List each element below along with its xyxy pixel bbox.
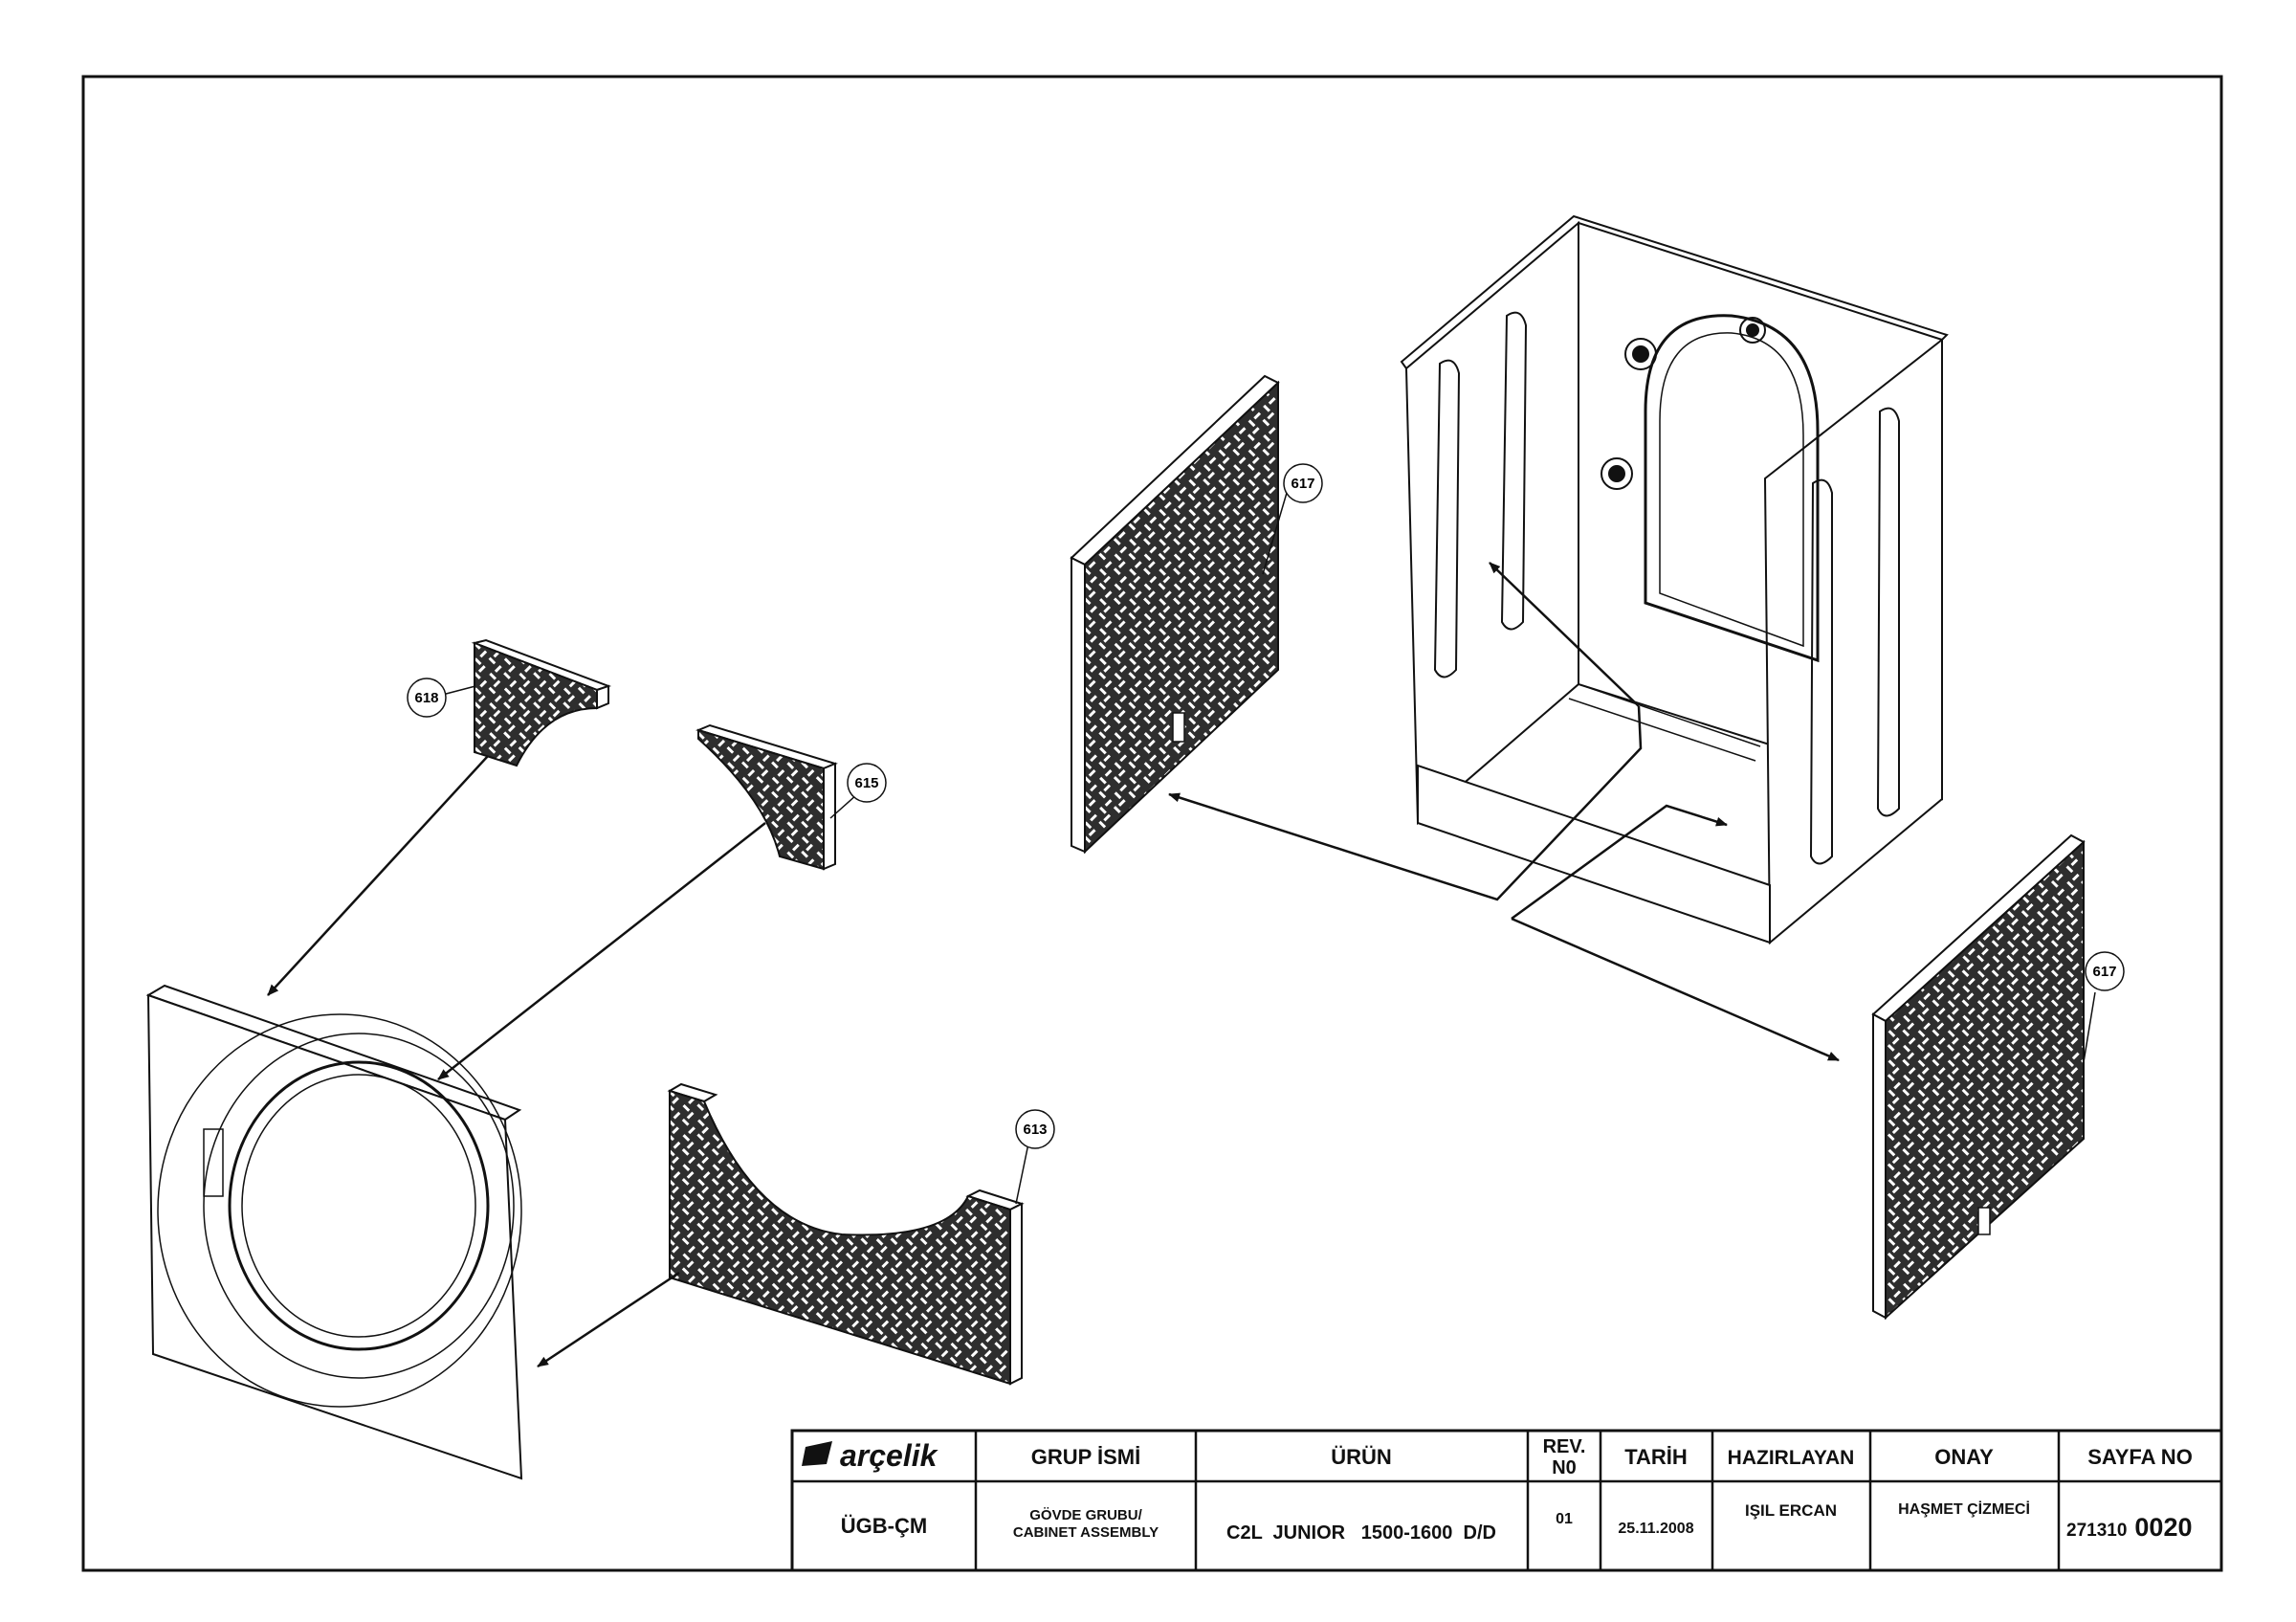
page-number-header: SAYFA NO bbox=[2087, 1445, 2193, 1469]
callout-617-right: 617 bbox=[2085, 951, 2125, 991]
callout-618: 618 bbox=[407, 678, 447, 718]
page-number: 271310 0020 bbox=[2066, 1513, 2192, 1542]
group-name-line2: CABINET ASSEMBLY bbox=[1013, 1524, 1159, 1541]
drawing-date: 25.11.2008 bbox=[1618, 1521, 1693, 1537]
insulation-piece-613 bbox=[667, 1082, 1025, 1386]
product-header: ÜRÜN bbox=[1331, 1445, 1392, 1469]
revision-number: 01 bbox=[1556, 1511, 1573, 1527]
revision-header-line2: N0 bbox=[1552, 1457, 1577, 1478]
assembly-arrows bbox=[267, 562, 1840, 1368]
front-panel bbox=[145, 984, 523, 1480]
insulation-piece-618 bbox=[471, 638, 611, 767]
group-name-line1: GÖVDE GRUBU/ bbox=[1029, 1507, 1142, 1523]
approval-header: ONAY bbox=[1934, 1445, 1994, 1469]
cabinet-body bbox=[1400, 214, 1949, 945]
insulation-panel-617-right bbox=[1871, 833, 2086, 1321]
insulation-piece-615 bbox=[695, 723, 838, 871]
group-name-header: GRUP İSMİ bbox=[1031, 1445, 1141, 1469]
callout-618-label: 618 bbox=[414, 690, 438, 706]
arcelik-logo: arçelik bbox=[802, 1438, 939, 1473]
approved-by-name: HAŞMET ÇİZMECİ bbox=[1898, 1500, 2030, 1518]
date-header: TARİH bbox=[1624, 1445, 1688, 1469]
prepared-by-header: HAZIRLAYAN bbox=[1728, 1447, 1855, 1469]
logo-wordmark: arçelik bbox=[840, 1438, 939, 1473]
callout-615: 615 bbox=[847, 763, 887, 803]
revision-header-line1: REV. bbox=[1543, 1436, 1586, 1457]
page-number-prefix: 271310 bbox=[2066, 1521, 2127, 1541]
callout-617-top: 617 bbox=[1283, 463, 1323, 503]
callout-617-top-label: 617 bbox=[1291, 476, 1314, 492]
callout-615-label: 615 bbox=[854, 775, 878, 791]
prepared-by-name: IŞIL ERCAN bbox=[1745, 1501, 1837, 1520]
insulation-panel-617-left bbox=[1070, 374, 1280, 855]
callout-613: 613 bbox=[1015, 1109, 1055, 1149]
logo-mark-icon bbox=[802, 1441, 832, 1466]
callout-613-label: 613 bbox=[1023, 1122, 1047, 1138]
callout-617-right-label: 617 bbox=[2092, 964, 2116, 980]
department-code: ÜGB-ÇM bbox=[841, 1514, 927, 1538]
product-name: C2L JUNIOR 1500-1600 D/D bbox=[1226, 1522, 1496, 1544]
page-number-suffix: 0020 bbox=[2134, 1513, 2192, 1542]
title-block: arçelik GRUP İSMİ ÜRÜN REV. N0 TARİH HAZ… bbox=[790, 1429, 2223, 1572]
